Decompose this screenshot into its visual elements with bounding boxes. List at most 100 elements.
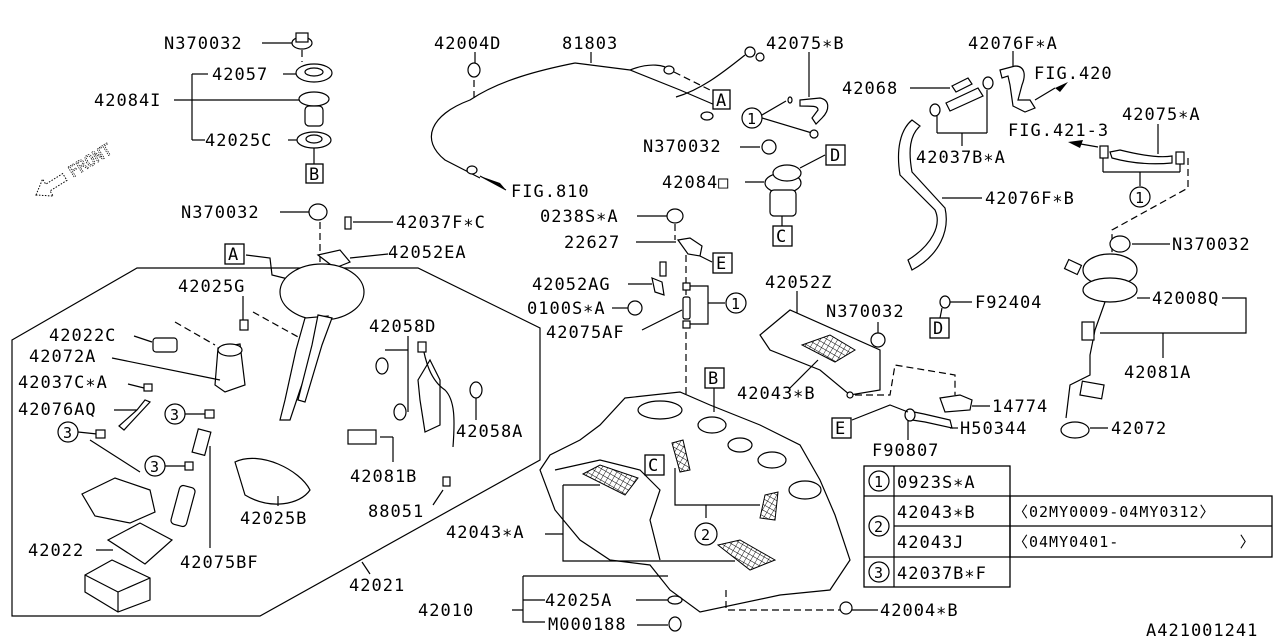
ref-box-a[interactable]: [712, 89, 731, 110]
bolt-icon[interactable]: [375, 357, 389, 375]
filter-cover-icon[interactable]: [81, 477, 156, 524]
clip-42004b-icon[interactable]: [839, 601, 853, 615]
valve-14774-icon[interactable]: [939, 394, 973, 413]
part-label-f90807[interactable]: F90807: [872, 441, 939, 461]
part-label-42008q[interactable]: 42008Q: [1152, 289, 1219, 309]
part-label-42052z[interactable]: 42052Z: [765, 273, 832, 293]
nut-icon[interactable]: [308, 203, 328, 221]
bolt-icon[interactable]: [627, 300, 643, 316]
part-label-n370032-d[interactable]: N370032: [826, 302, 905, 322]
part-label-14774[interactable]: 14774: [992, 397, 1048, 417]
part-label-42022c[interactable]: 42022C: [49, 326, 116, 346]
ref-box-b[interactable]: [305, 163, 324, 184]
part-label-42025c[interactable]: 42025C: [205, 131, 272, 151]
part-label-42021[interactable]: 42021: [349, 576, 405, 596]
connector-icon[interactable]: [152, 337, 178, 353]
part-label-81803[interactable]: 81803: [562, 34, 618, 54]
part-label-42075b[interactable]: 42075∗B: [766, 34, 845, 54]
bracket-42052ag-icon[interactable]: [651, 277, 665, 296]
part-label-42043a[interactable]: 42043∗A: [446, 523, 525, 543]
part-label-42076fa[interactable]: 42076F∗A: [968, 34, 1058, 54]
part-label-42025a[interactable]: 42025A: [545, 591, 612, 611]
callout-1[interactable]: [725, 292, 747, 314]
part-label-m000188[interactable]: M000188: [548, 615, 627, 635]
part-label-n370032[interactable]: N370032: [164, 34, 243, 54]
part-label-42068[interactable]: 42068: [842, 79, 898, 99]
part-label-42081b[interactable]: 42081B: [350, 467, 417, 487]
ref-box-c-tank[interactable]: [644, 454, 665, 476]
drain-gasket-icon[interactable]: [667, 595, 683, 605]
fig-421-3-link[interactable]: FIG.421-3: [1008, 121, 1109, 141]
ref-box-d[interactable]: [825, 144, 846, 166]
reservoir-cup-icon[interactable]: [84, 559, 151, 613]
part-label-42037ca[interactable]: 42037C∗A: [18, 373, 108, 393]
bolt-icon[interactable]: [393, 403, 407, 421]
part-label-0238sa[interactable]: 0238S∗A: [540, 207, 619, 227]
gasket-42025b-icon[interactable]: [234, 457, 311, 505]
part-label-42081a[interactable]: 42081A: [1124, 363, 1191, 383]
part-label-42043b[interactable]: 42043∗B: [737, 384, 816, 404]
drain-plug-icon[interactable]: [668, 616, 682, 632]
fig-810-link[interactable]: FIG.810: [511, 182, 590, 202]
nut-icon[interactable]: [870, 332, 886, 348]
ref-box-e-lower[interactable]: [831, 417, 852, 439]
part-label-42037ba[interactable]: 42037B∗A: [916, 148, 1006, 168]
part-label-42037fc[interactable]: 42037F∗C: [396, 213, 486, 233]
ref-box-c[interactable]: [772, 225, 793, 247]
nut-icon[interactable]: [761, 139, 777, 155]
part-label-n370032-e[interactable]: N370032: [1172, 235, 1251, 255]
part-label-0100sa[interactable]: 0100S∗A: [527, 299, 606, 319]
callout-2[interactable]: [694, 522, 718, 546]
ref-box-e[interactable]: [712, 252, 733, 274]
legend-part-42043j[interactable]: 42043J: [897, 533, 964, 553]
nut-icon[interactable]: [1109, 235, 1131, 253]
bolt-icon[interactable]: [666, 208, 684, 224]
part-label-42022[interactable]: 42022: [28, 541, 84, 561]
filler-pipe-icon[interactable]: [298, 91, 330, 107]
part-label-42058a[interactable]: 42058A: [456, 422, 523, 442]
clamp-icon[interactable]: [951, 77, 973, 93]
part-label-42057[interactable]: 42057: [212, 65, 268, 85]
part-label-42052ea[interactable]: 42052EA: [388, 243, 467, 263]
hose-42076fa-icon[interactable]: [999, 65, 1036, 113]
vent-hose-icon[interactable]: [799, 97, 829, 125]
part-label-42075af[interactable]: 42075AF: [546, 323, 625, 343]
part-label-42004b[interactable]: 42004∗B: [880, 601, 959, 621]
legend-part-42043b[interactable]: 42043∗B: [897, 503, 976, 523]
pipe-icon[interactable]: [945, 87, 984, 112]
part-label-42076fb[interactable]: 42076F∗B: [985, 189, 1075, 209]
hose-42075af-icon[interactable]: [682, 296, 691, 320]
clip-icon[interactable]: [344, 216, 352, 230]
part-label-42025b[interactable]: 42025B: [240, 509, 307, 529]
hose-h50344-icon[interactable]: [911, 411, 953, 429]
part-label-n370032-b[interactable]: N370032: [643, 137, 722, 157]
part-label-42076aq[interactable]: 42076AQ: [18, 400, 97, 420]
part-label-42058d[interactable]: 42058D: [369, 317, 436, 337]
vsv-icon[interactable]: [676, 237, 703, 257]
clip-icon[interactable]: [467, 62, 481, 78]
part-label-42010[interactable]: 42010: [418, 601, 474, 621]
part-label-42075bf[interactable]: 42075BF: [180, 553, 259, 573]
part-label-h50344[interactable]: H50344: [960, 419, 1027, 439]
strainer-icon[interactable]: [1060, 421, 1090, 439]
fig-420-link[interactable]: FIG.420: [1034, 64, 1113, 84]
part-label-88051[interactable]: 88051: [368, 502, 424, 522]
part-label-42084o[interactable]: 42084□: [662, 173, 729, 193]
part-label-22627[interactable]: 22627: [564, 233, 620, 253]
part-label-n370032-c[interactable]: N370032: [181, 203, 260, 223]
pump-flange-icon[interactable]: [279, 263, 365, 321]
part-label-42025g[interactable]: 42025G: [178, 277, 245, 297]
part-label-42084i[interactable]: 42084I: [94, 91, 161, 111]
connector-block-icon[interactable]: [347, 429, 377, 445]
ref-box-a-lower[interactable]: [224, 243, 245, 265]
filter-element-icon[interactable]: [106, 522, 174, 565]
part-label-42072a[interactable]: 42072A: [29, 347, 96, 367]
harness-wire[interactable]: [430, 62, 576, 179]
hose-42075a-icon[interactable]: [1109, 149, 1173, 165]
fuel-filter-icon[interactable]: [170, 484, 196, 528]
bolt-icon[interactable]: [469, 381, 483, 399]
fuel-tank-icon[interactable]: [539, 391, 851, 613]
legend-part-42037bf[interactable]: 42037B∗F: [897, 564, 987, 584]
hose-42076fb-icon[interactable]: [897, 119, 947, 271]
clip-88051-icon[interactable]: [442, 476, 451, 487]
